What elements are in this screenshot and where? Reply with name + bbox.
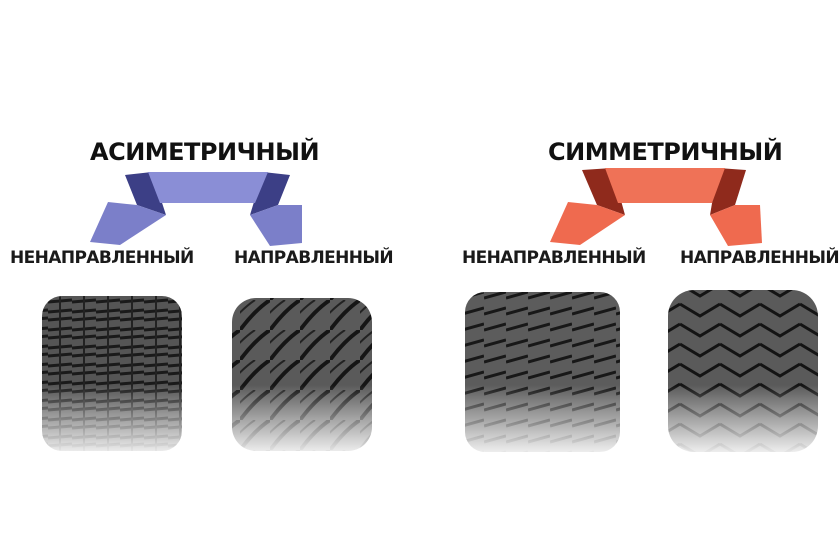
asymmetric-arrow-icon [90, 172, 302, 246]
asymmetric-nondirectional-label: НЕНАПРАВЛЕННЫЙ [10, 248, 194, 268]
symmetric-nondirectional-label: НЕНАПРАВЛЕННЫЙ [462, 248, 646, 268]
asymmetric-directional-label: НАПРАВЛЕННЫЙ [234, 248, 394, 268]
asymmetric-title: АСИМЕТРИЧНЫЙ [90, 138, 320, 166]
symmetric-title: СИММЕТРИЧНЫЙ [548, 138, 783, 166]
symmetric-directional-label: НАПРАВЛЕННЫЙ [680, 248, 840, 268]
symmetric-arrow-icon [550, 168, 762, 246]
